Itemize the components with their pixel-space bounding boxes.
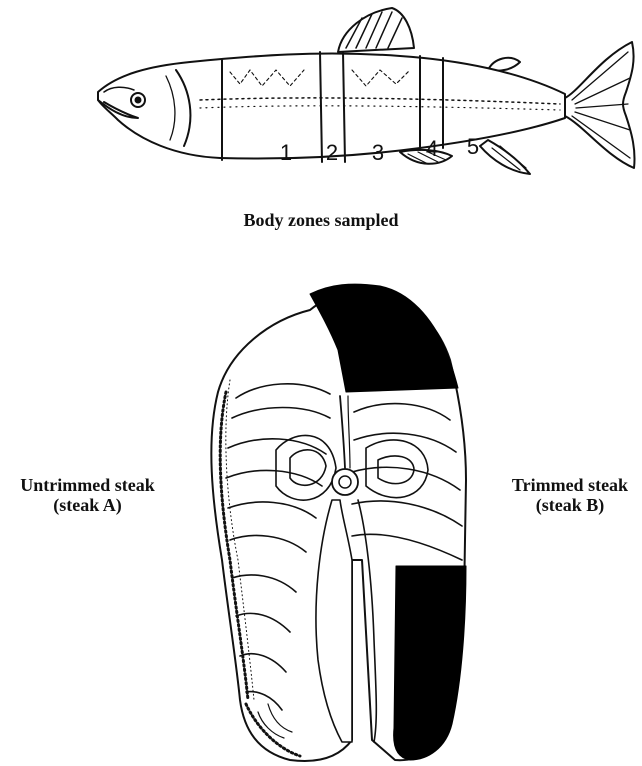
- untrimmed-steak-sub: (steak A): [0, 495, 175, 515]
- untrimmed-steak-label: Untrimmed steak (steak A): [0, 475, 175, 515]
- trimmed-steak-sub: (steak B): [498, 495, 642, 515]
- steak-illustration: [211, 284, 466, 761]
- body-zones-caption: Body zones sampled: [221, 210, 421, 230]
- zone-label: 5: [467, 134, 479, 159]
- untrimmed-steak-title: Untrimmed steak: [0, 475, 175, 495]
- zone-label: 4: [426, 136, 438, 161]
- zone-label: 2: [326, 140, 338, 165]
- dorsal-fin: [338, 8, 414, 52]
- pelvic-fin: [480, 140, 530, 174]
- vertebra: [332, 469, 358, 495]
- trimmed-steak-title: Trimmed steak: [498, 475, 642, 495]
- trimmed-steak-label: Trimmed steak (steak B): [498, 475, 642, 515]
- zone-label: 3: [372, 140, 384, 165]
- zone-label: 1: [280, 140, 292, 165]
- tail-fin: [565, 42, 635, 168]
- trimmed-region-bottom: [394, 566, 466, 760]
- fish-illustration: [98, 8, 635, 174]
